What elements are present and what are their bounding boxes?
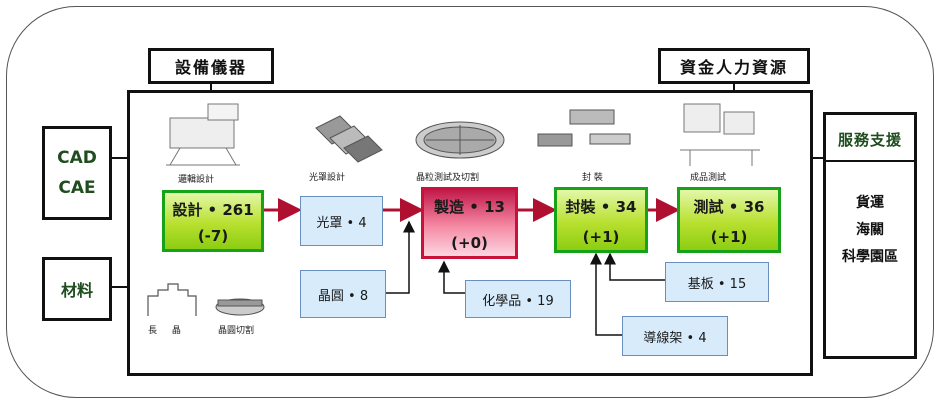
cae-label: CAE xyxy=(58,178,96,198)
chemicals-label: 化學品 • 19 xyxy=(482,293,554,309)
substrate-label: 基板 • 15 xyxy=(687,276,747,292)
packaging-box: 封裝 • 34 (+1) xyxy=(554,187,648,253)
manufacturing-label: 製造 • 13 xyxy=(434,198,505,216)
service-freight: 貨運 xyxy=(856,195,884,211)
materials-label: 材料 xyxy=(60,281,93,300)
product-test-illustration xyxy=(680,103,760,166)
service-science-park: 科學園區 xyxy=(842,249,898,265)
packaging-change: (+1) xyxy=(582,228,620,246)
mask-design-illustration xyxy=(315,115,383,163)
materials-box: 材料 xyxy=(42,257,112,321)
mask-label: 光罩 • 4 xyxy=(316,215,367,231)
packaging-label: 封裝 • 34 xyxy=(565,198,637,216)
caption-logic-design: 邏輯設計 xyxy=(178,175,215,185)
wafer-illustration xyxy=(415,121,505,159)
wafer-label: 晶圓 • 8 xyxy=(317,288,369,304)
service-support-title: 服務支援 xyxy=(837,131,902,149)
design-label: 設計 • 261 xyxy=(172,201,254,219)
leadframe-label: 導線架 • 4 xyxy=(643,330,707,346)
substrate-box: 基板 • 15 xyxy=(665,262,769,302)
crystal-growth-illustration xyxy=(147,283,197,316)
leadframe-box: 導線架 • 4 xyxy=(622,316,728,356)
manufacturing-change: (+0) xyxy=(451,234,488,252)
testing-box: 測試 • 36 (+1) xyxy=(677,187,781,253)
caption-wafer-cutting: 晶圓切割 xyxy=(218,326,255,336)
testing-change: (+1) xyxy=(710,228,748,246)
cad-cae-box: CAD CAE xyxy=(42,126,112,220)
caption-crystal-growth: 長 晶 xyxy=(148,326,187,336)
wafer-cutting-illustration xyxy=(215,298,265,316)
capital-header: 資金人力資源 xyxy=(658,48,810,84)
manufacturing-box: 製造 • 13 (+0) xyxy=(421,187,518,259)
design-box: 設計 • 261 (-7) xyxy=(162,190,264,252)
chemicals-box: 化學品 • 19 xyxy=(465,280,571,318)
logic-design-illustration xyxy=(166,103,240,166)
testing-label: 測試 • 36 xyxy=(693,198,765,216)
caption-product-test: 成品測試 xyxy=(690,173,727,183)
design-change: (-7) xyxy=(197,227,229,245)
packaging-illustration xyxy=(537,109,631,147)
mask-box: 光罩 • 4 xyxy=(300,196,383,246)
caption-mask-design: 光罩設計 xyxy=(309,173,346,183)
caption-wafer-test: 晶粒測試及切割 xyxy=(416,173,480,183)
outer-rounded-frame xyxy=(6,6,934,398)
wafer-box: 晶圓 • 8 xyxy=(300,270,386,318)
cad-label: CAD xyxy=(57,148,97,168)
caption-packaging: 封 裝 xyxy=(582,173,603,183)
equipment-header: 設備儀器 xyxy=(148,48,274,84)
service-customs: 海關 xyxy=(856,222,884,238)
service-support-box: 服務支援 貨運 海關 科學園區 xyxy=(823,112,917,359)
